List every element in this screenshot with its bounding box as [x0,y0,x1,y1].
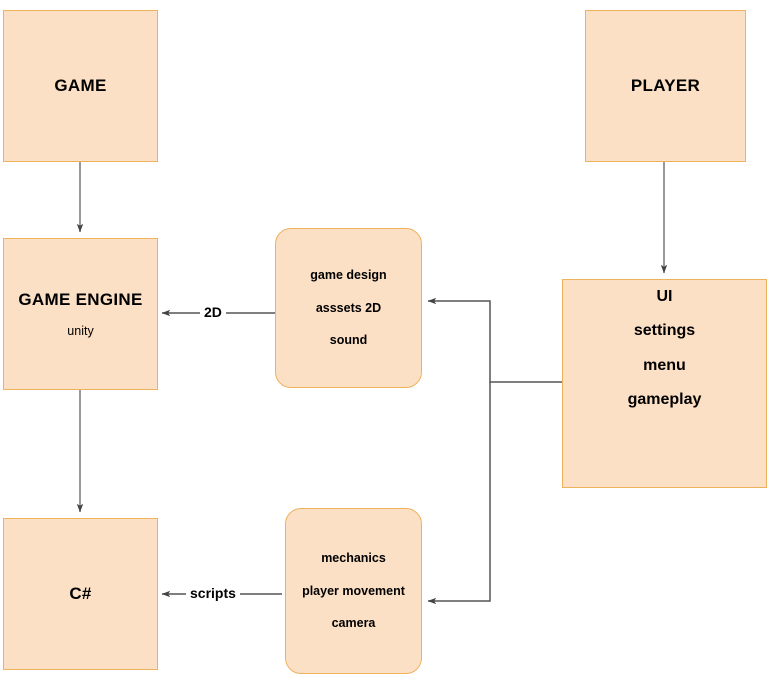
node-player-title: PLAYER [630,76,701,96]
node-game-engine-subtitle: unity [67,323,94,338]
connector-ui-to-features [427,382,491,605]
node-game-engine[interactable]: GAME ENGINE unity [3,238,158,390]
node-gameplay-features-line-1: mechanics [321,551,386,566]
node-assets-line-2: asssets 2D [315,300,382,315]
connector-ui-to-assets [427,297,562,383]
node-player[interactable]: PLAYER [585,10,746,162]
node-gameplay-features-line-2: player movement [302,583,405,598]
node-gameplay-features-line-3: camera [331,616,376,631]
node-ui-line-1: UI [656,288,673,305]
node-ui[interactable]: UI settings menu gameplay [562,279,767,488]
edge-label-scripts: scripts [186,586,240,600]
node-game-title: GAME [54,76,107,96]
node-assets[interactable]: game design asssets 2D sound [275,228,422,388]
node-gameplay-features[interactable]: mechanics player movement camera [285,508,422,674]
node-assets-line-3: sound [329,333,368,348]
node-ui-line-2: settings [633,322,696,340]
node-game[interactable]: GAME [3,10,158,162]
node-ui-line-3: menu [643,356,686,374]
node-csharp[interactable]: C# [3,518,158,670]
edge-label-2d: 2D [200,305,226,319]
node-ui-line-4: gameplay [627,391,702,409]
node-game-engine-title: GAME ENGINE [18,290,143,310]
node-assets-line-1: game design [310,268,387,283]
node-csharp-title: C# [69,584,92,604]
